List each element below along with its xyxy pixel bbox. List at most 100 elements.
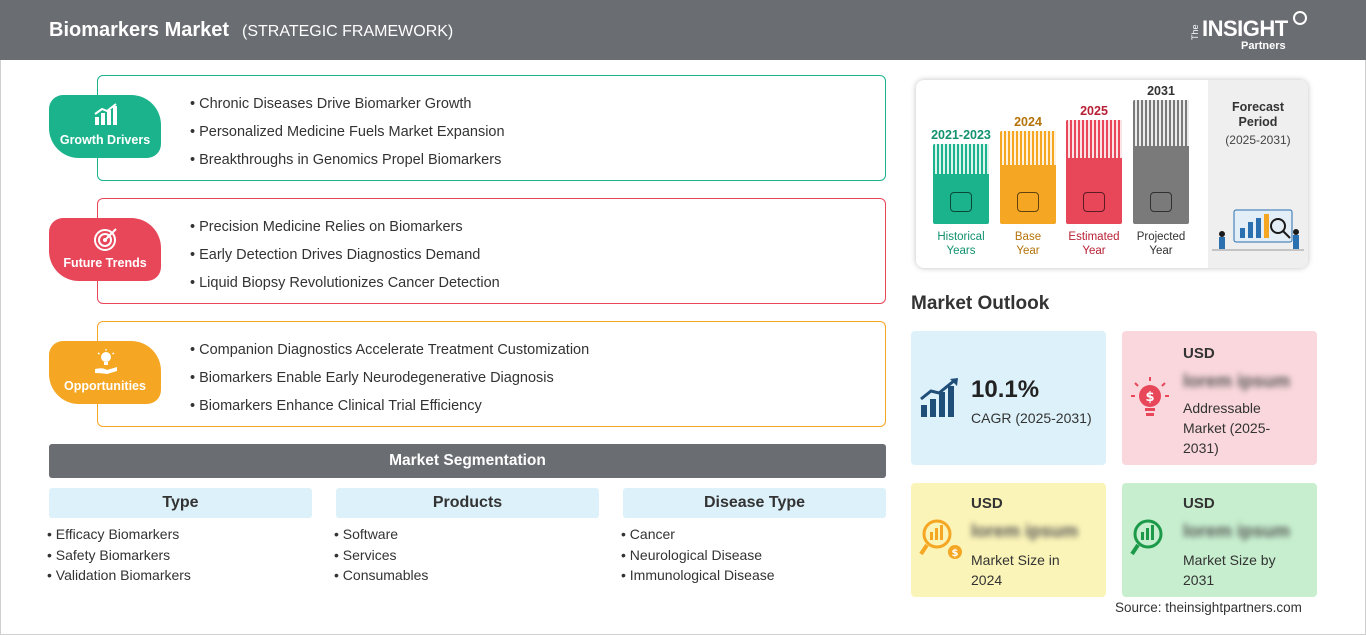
segment-item: • Validation Biomarkers [47, 567, 191, 583]
estimate-chart-icon [1083, 192, 1105, 212]
forecast-label: Forecast [1231, 100, 1285, 114]
cagr-label: CAGR (2025-2031) [971, 410, 1092, 426]
bar-hatch [1133, 100, 1189, 146]
opportunities-badge: Opportunities [49, 341, 161, 404]
analytics-illustration-icon [1212, 209, 1304, 251]
segment-head: Products [336, 488, 599, 518]
list-item: • Early Detection Drives Diagnostics Dem… [190, 247, 481, 263]
timeline-panel: Forecast Period (2025-2031) [916, 80, 1308, 268]
growth-drivers-block: • Chronic Diseases Drive Biomarker Growt… [97, 75, 886, 181]
size2024-label: Market Size in [971, 552, 1060, 568]
market-size-2031-card: USD lorem ipsum Market Size by 2031 [1122, 483, 1317, 597]
list-item: • Companion Diagnostics Accelerate Treat… [190, 342, 590, 358]
bar-hatch [1066, 120, 1122, 158]
addressable-market-card: $ USD lorem ipsum Addressable Market (20… [1122, 331, 1317, 465]
forecast-period-panel: Forecast Period (2025-2031) [1208, 80, 1308, 268]
future-trends-list: • Precision Medicine Relies on Biomarker… [190, 219, 500, 303]
list-item: • Precision Medicine Relies on Biomarker… [190, 219, 463, 235]
list-item: • Biomarkers Enhance Clinical Trial Effi… [190, 398, 482, 414]
addressable-usd: USD [1183, 345, 1215, 362]
dollar-bulb-icon: $ [1131, 377, 1169, 416]
logo-ring-icon [1293, 11, 1307, 25]
growth-drivers-label: Growth Drivers [59, 133, 151, 147]
page-title: Biomarkers Market [49, 19, 230, 41]
future-trends-block: • Precision Medicine Relies on Biomarker… [97, 198, 886, 304]
list-item: • Biomarkers Enable Early Neurodegenerat… [190, 370, 554, 386]
future-trends-label: Future Trends [63, 256, 147, 270]
list-item: • Chronic Diseases Drive Biomarker Growt… [190, 96, 472, 112]
addressable-value: lorem ipsum [1183, 371, 1291, 391]
calendar-icon [1017, 192, 1039, 212]
addressable-label: 2031) [1183, 440, 1219, 456]
page-subtitle: (STRATEGIC FRAMEWORK) [242, 23, 454, 40]
segment-head: Type [49, 488, 312, 518]
list-item: • Personalized Medicine Fuels Market Exp… [190, 124, 505, 140]
segment-item: • Immunological Disease [621, 567, 775, 583]
opportunities-block: • Companion Diagnostics Accelerate Treat… [97, 321, 886, 427]
segment-item: • Efficacy Biomarkers [47, 526, 180, 542]
growth-chart-icon [920, 378, 958, 417]
timeline-bar [1133, 100, 1189, 224]
segment-type: Type • Efficacy Biomarkers • Safety Biom… [47, 488, 312, 588]
svg-text:$: $ [1145, 390, 1154, 405]
market-outlook-title: Market Outlook [911, 293, 1050, 314]
timeline-year-label: 2024 [1014, 115, 1042, 129]
timeline-bar [1066, 120, 1122, 224]
magnifier-chart-icon [1130, 519, 1163, 556]
bar-hatch [1000, 131, 1056, 165]
timeline-year-label: 2025 [1080, 104, 1108, 118]
logo-insight: INSIGHT [1202, 16, 1288, 41]
list-item: • Liquid Biopsy Revolutionizes Cancer De… [190, 275, 500, 291]
source-credit[interactable]: Source: theinsightpartners.com [1115, 600, 1302, 615]
target-icon [94, 228, 117, 251]
growth-chart-icon [94, 103, 117, 125]
cagr-card: 10.1% CAGR (2025-2031) [911, 331, 1106, 465]
timeline-year-label: 2021-2023 [931, 128, 991, 142]
growth-drivers-list: • Chronic Diseases Drive Biomarker Growt… [190, 96, 505, 180]
history-clock-icon [950, 192, 972, 212]
lightbulb-hand-icon [95, 349, 117, 374]
size2024-value: lorem ipsum [971, 521, 1079, 541]
segment-item: • Neurological Disease [621, 546, 763, 563]
logo-the: The [1190, 24, 1200, 40]
size2031-value: lorem ipsum [1183, 521, 1291, 541]
magnifier-chart-icon: $ [919, 519, 962, 559]
timeline-bar [933, 144, 989, 224]
insight-partners-logo[interactable]: The INSIGHT Partners [1190, 10, 1310, 54]
size2031-label: 2031 [1183, 572, 1215, 588]
segment-products: Products • Software • Services • Consuma… [334, 488, 599, 588]
period-label: Period [1238, 115, 1278, 129]
forecast-range: (2025-2031) [1225, 133, 1291, 147]
addressable-label: Market (2025- [1183, 420, 1271, 436]
segment-item: • Consumables [334, 567, 429, 583]
timeline-year-label: 2031 [1147, 84, 1175, 98]
segment-head: Disease Type [623, 488, 886, 518]
bar-hatch [933, 144, 989, 174]
market-size-2024-card: $ USD lorem ipsum Market Size in 2024 [911, 483, 1106, 597]
logo-partners: Partners [1241, 40, 1286, 52]
svg-text:$: $ [952, 548, 959, 559]
addressable-label: Addressable [1183, 400, 1261, 416]
timeline-bar [1000, 131, 1056, 224]
opportunities-list: • Companion Diagnostics Accelerate Treat… [190, 342, 589, 426]
size2031-label: Market Size by [1183, 552, 1276, 568]
segment-item: • Software [334, 526, 399, 542]
growth-drivers-badge: Growth Drivers [49, 95, 161, 158]
size2024-label: 2024 [971, 572, 1003, 588]
market-segmentation-title: Market Segmentation [49, 444, 886, 478]
segment-item: • Cancer [621, 526, 675, 542]
cagr-value: 10.1% [971, 376, 1040, 403]
segment-item: • Services [334, 546, 397, 563]
opportunities-label: Opportunities [64, 379, 146, 393]
header-bar: Biomarkers Market (STRATEGIC FRAMEWORK) … [0, 0, 1366, 60]
presentation-board-icon [1150, 192, 1172, 212]
size2024-usd: USD [971, 495, 1003, 512]
future-trends-badge: Future Trends [49, 218, 161, 281]
segment-disease-type: Disease Type • Cancer • Neurological Dis… [621, 488, 886, 588]
segment-item: • Safety Biomarkers [47, 546, 171, 563]
list-item: • Breakthroughs in Genomics Propel Bioma… [190, 152, 502, 168]
size2031-usd: USD [1183, 495, 1215, 512]
